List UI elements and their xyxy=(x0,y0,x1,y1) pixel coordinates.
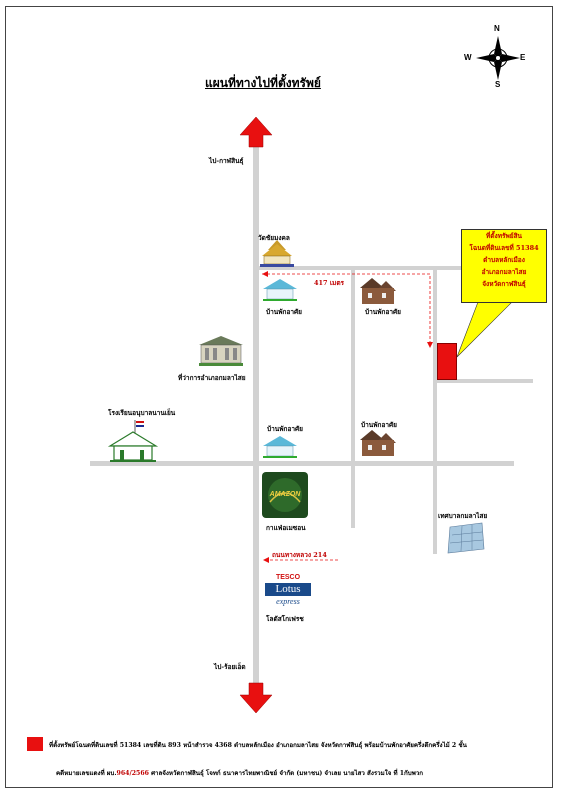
footer-prefix: คดีหมายเลขแดงที่ ผบ. xyxy=(56,770,117,777)
house-icon xyxy=(263,436,297,458)
map-frame xyxy=(5,6,553,788)
house-label-4: บ้านพักอาศัย xyxy=(361,421,397,429)
road-right-vertical xyxy=(433,266,437,554)
compass-icon xyxy=(476,36,520,80)
cafe-logo-text: AMAZON xyxy=(269,491,301,498)
lotus-logo-line-3: express xyxy=(276,597,300,606)
south-arrow xyxy=(239,682,273,714)
lotus-logo-line-1: TESCO xyxy=(275,574,301,581)
road-property-branch xyxy=(433,379,533,383)
school-label: โรงเรียนอนุบาลนานเย็น xyxy=(108,409,176,417)
highway-label: ถนนทางหลวง 214 xyxy=(272,551,327,559)
cafe-amazon-logo: AMAZON xyxy=(262,472,308,518)
north-arrow xyxy=(239,116,273,148)
road-middle-vertical xyxy=(351,266,355,528)
lotus-label: โลตัสโกเฟรช xyxy=(266,615,304,623)
municipality-label: เทศบาลกมลาไสย xyxy=(438,512,488,520)
government-building-icon xyxy=(199,336,243,366)
footer-case-number: 964/2566 xyxy=(116,770,149,777)
main-road xyxy=(253,140,259,688)
road-cross-horizontal xyxy=(90,461,514,466)
property-callout: ที่ตั้งทรัพย์สิน โฉนดที่ดินเลขที่ 51384 … xyxy=(461,229,547,303)
direction-north-label: ไป-กาฬสินธุ์ xyxy=(209,157,244,165)
property-marker xyxy=(437,343,457,380)
compass-w: W xyxy=(464,53,472,62)
legend-text: ที่ตั้งทรัพย์โฉนดที่ดินเลขที่ 51384 เลขท… xyxy=(49,742,467,749)
compass-e: E xyxy=(520,53,526,62)
lotus-express-logo: TESCO Lotus express xyxy=(265,574,311,610)
house-label-2: บ้านพักอาศัย xyxy=(365,308,401,316)
compass-n: N xyxy=(494,24,500,33)
temple-label: วัดชัยมงคล xyxy=(258,234,290,242)
map-title: แผนที่ทางไปที่ตั้งทรัพย์ xyxy=(205,76,321,90)
house-icon xyxy=(360,278,396,304)
house-icon xyxy=(263,279,297,301)
direction-south-label: ไป-ร้อยเอ็ด xyxy=(214,663,246,671)
house-icon xyxy=(360,430,396,456)
house-label-3: บ้านพักอาศัย xyxy=(267,425,303,433)
lotus-logo-line-2: Lotus xyxy=(265,583,311,596)
district-office-label: ที่ว่าการอำเภอกมลาไสย xyxy=(178,374,246,382)
footer-line: คดีหมายเลขแดงที่ ผบ.964/2566 ศาลจังหวัดก… xyxy=(56,768,423,778)
footer-rest: ศาลจังหวัดกาฬสินธุ์ โจทก์ ธนาคารไทยพาณิช… xyxy=(151,770,424,777)
legend-property-swatch xyxy=(27,737,43,751)
school-icon xyxy=(107,420,159,462)
house-label-1: บ้านพักอาศัย xyxy=(266,308,302,316)
callout-line-5: จังหวัดกาฬสินธุ์ xyxy=(482,280,526,288)
callout-line-2: โฉนดที่ดินเลขที่ 51384 xyxy=(469,244,539,252)
cafe-label: กาแฟ่อเมซอน xyxy=(266,524,306,532)
compass-s: S xyxy=(495,80,501,89)
temple-icon xyxy=(260,240,294,267)
callout-line-1: ที่ตั้งทรัพย์สิน xyxy=(486,232,522,240)
distance-label: 417 เมตร xyxy=(314,279,345,287)
callout-line-3: ตำบลหลักเมือง xyxy=(483,256,525,264)
municipality-building-icon xyxy=(447,522,485,554)
road-top-horizontal xyxy=(253,266,469,270)
callout-line-4: อำเภอกมลาไสย xyxy=(481,268,527,276)
